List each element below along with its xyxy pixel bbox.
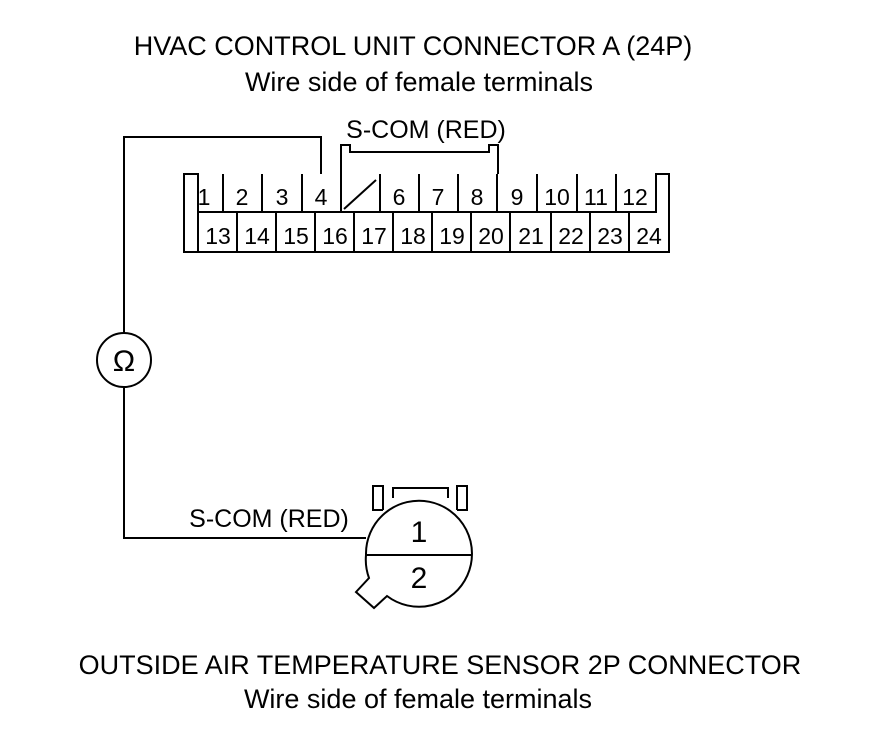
ohmmeter-circle (96, 332, 152, 388)
bottom-connector-title: OUTSIDE AIR TEMPERATURE SENSOR 2P CONNEC… (79, 650, 802, 680)
connector-lock-tab (340, 144, 499, 174)
ohmmeter-icon: Ω (96, 332, 152, 388)
pin-label: 7 (432, 184, 445, 210)
empty-cavity-mark (343, 179, 377, 210)
pin-label: 16 (322, 223, 348, 249)
connector-lock-tab (392, 487, 449, 498)
pin-label: 10 (544, 184, 570, 210)
sensor-pin-label: 1 (411, 516, 428, 549)
pin-label: 15 (283, 223, 309, 249)
pin-label: 1 (198, 184, 211, 210)
sensor-pin-label: 2 (411, 562, 428, 595)
pin-label: 14 (244, 223, 270, 249)
pin-label: 3 (276, 184, 289, 210)
pin-label: 19 (439, 223, 465, 249)
row2-dividers (197, 212, 630, 252)
row1-pin-labels: 1 2 3 4 6 7 8 9 10 11 12 (198, 184, 648, 210)
bottom-connector-subtitle: Wire side of female terminals (244, 684, 592, 714)
pin-label: 18 (400, 223, 426, 249)
pin-label: 12 (622, 184, 648, 210)
top-connector-subtitle: Wire side of female terminals (245, 67, 593, 97)
bottom-wire-label: S-COM (RED) (189, 505, 349, 533)
pin-label: 21 (518, 223, 544, 249)
hvac-connector-24p (183, 144, 670, 253)
wire-top-segment (123, 136, 322, 333)
top-wire-label: S-COM (RED) (346, 116, 506, 144)
ohm-symbol: Ω (113, 345, 135, 378)
pin-label: 8 (471, 184, 484, 210)
pin-label: 23 (597, 223, 623, 249)
pin-label: 24 (636, 223, 662, 249)
row1-dividers (222, 174, 617, 212)
top-connector-title: HVAC CONTROL UNIT CONNECTOR A (24P) (134, 31, 693, 61)
connector-latch-left (372, 485, 384, 511)
row2-pin-labels: 13 14 15 16 17 18 19 20 21 22 23 24 (205, 223, 662, 249)
pin-label: 6 (393, 184, 406, 210)
pin-label: 17 (361, 223, 387, 249)
pin-label: 4 (315, 184, 328, 210)
sensor-connector-2p (354, 485, 473, 610)
pin-label: 2 (236, 184, 249, 210)
connector-latch-right (456, 485, 468, 511)
pin-label: 9 (511, 184, 524, 210)
wire-bottom-segment (123, 387, 366, 539)
pin-label: 11 (584, 184, 608, 210)
wire-path (123, 136, 366, 539)
pin-label: 22 (558, 223, 584, 249)
pin-label: 20 (478, 223, 504, 249)
pin-label: 13 (205, 223, 231, 249)
